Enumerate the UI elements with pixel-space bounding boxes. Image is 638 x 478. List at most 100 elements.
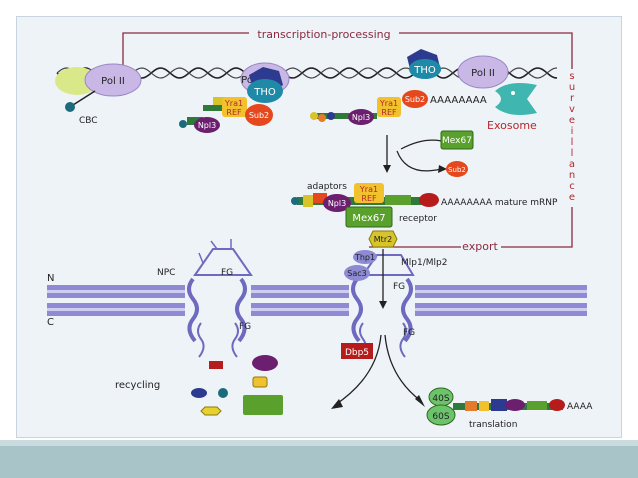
npc-wall: [235, 277, 247, 343]
recycled-cap: [218, 388, 228, 398]
mrna-seg: [527, 401, 547, 410]
mex67-c: [345, 206, 393, 228]
mrna-seg: [491, 399, 507, 411]
surveillance-letter: s: [569, 71, 574, 82]
mrna-dot: [318, 114, 326, 122]
ribosome-60s-label: 60S: [432, 412, 449, 422]
sub2-b-label: Sub2: [405, 95, 425, 104]
mex67-free-label: Mex67: [442, 136, 472, 146]
ref-c-label: REF: [361, 194, 377, 203]
recycled-mtr2: [252, 376, 268, 388]
envelope-gap: [47, 290, 587, 293]
npc-fibril: [210, 240, 218, 250]
envelope-gap: [47, 308, 587, 311]
yra1-a-label: Yra1: [224, 99, 243, 108]
sub2-free-label: Sub2: [448, 166, 466, 174]
npc-wall: [351, 277, 363, 343]
arrow-head: [379, 301, 387, 309]
fg-top-left-label: FG: [221, 268, 233, 278]
exosome-shape: [495, 83, 537, 115]
nucleus-side-label: N: [47, 273, 54, 284]
mex67-c-label: Mex67: [352, 213, 385, 224]
dbp5: [341, 343, 373, 359]
sub2-free: [446, 161, 468, 177]
sac3-label: Sac3: [347, 269, 366, 278]
npc-filament: [399, 322, 407, 358]
mrna-seg: [505, 399, 525, 411]
recycled-yra1: [200, 406, 222, 416]
polya-c-label: AAAAAAAA mature mRNP: [441, 198, 558, 208]
arrow-head: [438, 165, 447, 173]
cbc-label: CBC: [79, 116, 98, 126]
npc-wall: [187, 277, 199, 343]
npc-filament: [197, 322, 205, 358]
mrna-seg: [385, 195, 411, 205]
pol2-right-label: Pol II: [471, 68, 495, 79]
tho-mid: [247, 79, 283, 103]
slide-footer-bar: [0, 440, 638, 478]
arrow-head: [415, 395, 425, 407]
mrna-seg: [187, 117, 203, 125]
sub2-a: [245, 104, 273, 126]
mrna-seg: [203, 105, 229, 111]
nuclear-envelope: [47, 285, 587, 316]
translation-label: translation: [469, 420, 517, 430]
tho-mid-label: THO: [253, 87, 276, 98]
cap-dot: [291, 197, 299, 205]
dbp5-label: Dbp5: [345, 348, 369, 358]
recycled-part: [191, 388, 207, 398]
tho-right-label: THO: [413, 65, 436, 76]
arrow-curve-out: [396, 150, 442, 172]
mrna-end: [419, 193, 439, 207]
mrna-seg: [479, 401, 489, 411]
envelope-outer-a: [47, 285, 587, 290]
arrow-head: [331, 399, 343, 409]
ribosome-60s: [426, 404, 456, 426]
recycled-npl3: [252, 355, 278, 371]
envelope-inner-b: [47, 311, 587, 316]
exosome-label: Exosome: [487, 119, 537, 132]
arrow-recycling: [334, 334, 382, 406]
cbc-dot: [65, 102, 75, 112]
envelope-outer-b: [47, 293, 587, 298]
fg-bottom-left-label: FG: [239, 322, 251, 332]
cap-dot: [179, 120, 187, 128]
surveillance-letter: u: [569, 82, 575, 93]
envelope-inner-a: [47, 303, 587, 308]
label-bg: [461, 241, 501, 253]
recycled-dbp5: [209, 361, 223, 369]
thp1-label: Thp1: [354, 253, 375, 262]
npc-basket-left: [193, 248, 253, 276]
npc-left: [185, 239, 253, 358]
mrna-seg: [465, 401, 477, 411]
sub2-b: [402, 90, 428, 108]
polya-d-label: AAAA: [567, 402, 593, 412]
export-label: export: [462, 240, 498, 253]
npl3-b-label: Npl3: [352, 113, 370, 122]
mex67-free: [440, 130, 474, 150]
surveillance-letter: n: [569, 170, 575, 181]
mtr2: [368, 230, 398, 248]
arrow-head: [383, 165, 391, 173]
rna-tail: [72, 90, 96, 106]
pol2-right: [457, 55, 509, 89]
npl3-c-label: Npl3: [328, 199, 346, 208]
receptor-label: receptor: [399, 214, 437, 224]
ref-a-label: REF: [226, 108, 242, 117]
surveillance-letter: e: [569, 115, 575, 126]
mrna-end: [549, 399, 565, 411]
mrna-dot: [327, 112, 335, 120]
arrow-translation: [384, 334, 422, 402]
surveillance-letter: l: [571, 137, 574, 148]
npc-fibril: [198, 252, 204, 264]
mlp-label: Mlp1/Mlp2: [401, 258, 447, 268]
surveillance-letter: a: [569, 159, 575, 170]
thp1: [353, 250, 377, 264]
mrna-seg: [317, 113, 377, 119]
pol2-left: [84, 63, 142, 97]
mrna-dot: [310, 112, 318, 120]
recycling-label: recycling: [115, 380, 160, 391]
npc-wall: [401, 277, 413, 343]
